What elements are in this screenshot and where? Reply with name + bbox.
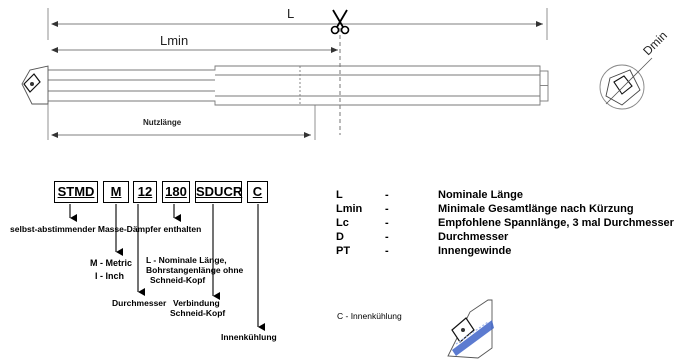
desc-diameter: Durchmesser	[112, 298, 167, 308]
legend-symbol-d: D	[336, 231, 344, 243]
code-segment-12: 12	[133, 181, 157, 203]
dimension-dmin-line	[605, 67, 643, 105]
dimension-dmin-label: Dmin	[640, 28, 670, 58]
coolant-tool-illustration	[447, 299, 494, 359]
desc-stmd: selbst-abstimmender Masse-Dämpfer enthal…	[10, 224, 202, 234]
desc-connection-2: Schneid-Kopf	[170, 308, 226, 318]
legend-sep-lmin: -	[385, 203, 389, 215]
dimension-l: L	[47, 6, 548, 40]
end-view-insert	[613, 75, 633, 95]
legend-text-d: Durchmesser	[438, 231, 509, 243]
cutting-head	[21, 65, 49, 105]
legend-sep-l: -	[385, 189, 389, 201]
code-segment-sducr: SDUCR	[195, 181, 242, 203]
coolant-note: C - Innenkühlung	[337, 311, 402, 321]
boring-bar	[48, 65, 549, 106]
code-segment-180: 180	[162, 181, 190, 203]
code-segment-c: C	[247, 181, 268, 203]
legend-text-l: Nominale Länge	[438, 189, 523, 201]
code-arrows	[69, 204, 265, 331]
dimension-lmin-label: Lmin	[160, 33, 188, 48]
desc-length-1: L - Nominale Länge,	[146, 255, 227, 265]
desc-metric: M - Metric	[90, 258, 133, 268]
code-segment-stmd: STMD	[54, 181, 98, 203]
legend-text-lmin: Minimale Gesamtlänge nach Kürzung	[438, 203, 634, 215]
legend-symbol-l: L	[336, 189, 343, 201]
dimension-nutzlaenge: Nutzlänge	[47, 104, 316, 140]
scissors-icon	[330, 9, 350, 35]
end-view-head	[605, 69, 641, 106]
legend-symbol-lc: Lc	[336, 217, 349, 229]
dimension-nutzlaenge-label: Nutzlänge	[143, 118, 182, 127]
legend-sep-d: -	[385, 231, 389, 243]
desc-length-2: Bohrstangenlänge ohne	[146, 265, 244, 275]
desc-length-3: Schneid-Kopf	[150, 275, 206, 285]
end-view-circle	[599, 64, 645, 110]
legend-symbol-pt: PT	[336, 245, 351, 257]
desc-connection-1: Verbindung	[173, 298, 220, 308]
legend-sep-pt: -	[385, 245, 389, 257]
legend-text-pt: Innengewinde	[438, 245, 512, 257]
legend-text-lc: Empfohlene Spannlänge, 3 mal Durchmesser	[438, 217, 674, 229]
desc-cooling: Innenkühlung	[221, 332, 277, 342]
dimension-l-label: L	[287, 6, 294, 21]
desc-inch: I - Inch	[95, 271, 124, 281]
code-segment-m: M	[103, 181, 129, 203]
legend-sep-lc: -	[385, 217, 389, 229]
end-view: Dmin	[599, 28, 670, 110]
legend-symbol-lmin: Lmin	[336, 203, 363, 215]
dimension-lmin: Lmin	[51, 33, 338, 53]
coolant-channel	[452, 320, 494, 356]
